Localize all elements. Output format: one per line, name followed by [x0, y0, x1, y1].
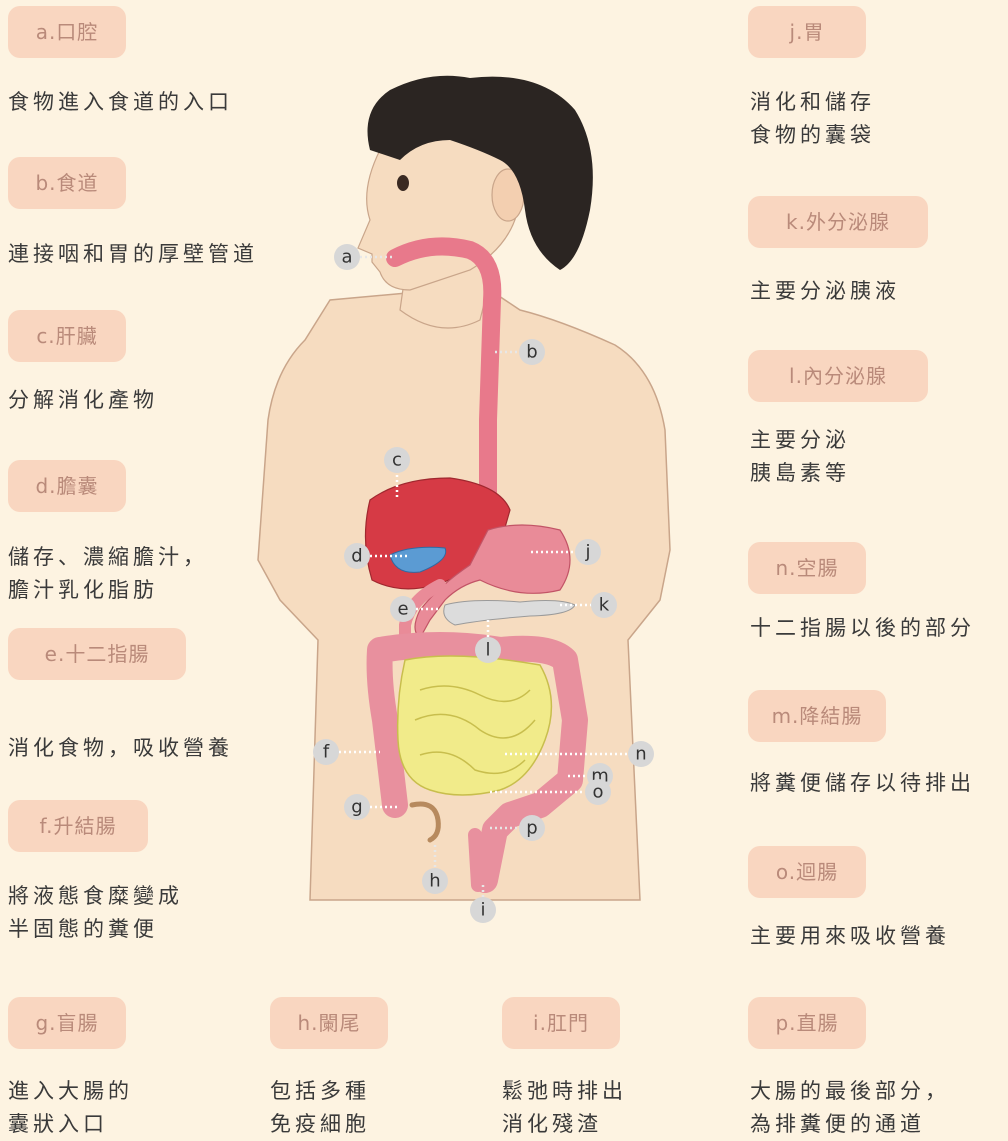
marker-c: c [384, 447, 410, 473]
marker-l: l [475, 637, 501, 663]
marker-i: i [470, 897, 496, 923]
marker-g: g [344, 794, 370, 820]
marker-b: b [519, 339, 545, 365]
svg-text:b: b [526, 342, 537, 363]
svg-text:c: c [392, 450, 402, 471]
svg-text:h: h [429, 871, 440, 892]
svg-text:k: k [599, 595, 610, 616]
marker-e: e [390, 596, 416, 622]
body-torso [258, 280, 670, 900]
body-eye [397, 175, 409, 191]
svg-text:l: l [485, 640, 490, 661]
marker-k: k [591, 592, 617, 618]
marker-f: f [313, 739, 339, 765]
marker-a: a [334, 244, 360, 270]
svg-text:g: g [351, 797, 362, 818]
svg-text:o: o [592, 782, 603, 803]
marker-h: h [422, 868, 448, 894]
svg-text:j: j [584, 542, 590, 563]
svg-text:n: n [635, 744, 646, 765]
marker-n: n [628, 741, 654, 767]
svg-text:d: d [351, 546, 362, 567]
svg-text:a: a [341, 247, 352, 268]
svg-text:e: e [397, 599, 408, 620]
marker-j: j [575, 539, 601, 565]
svg-text:p: p [526, 818, 537, 839]
organ-rectum [475, 835, 478, 885]
marker-o: o [585, 779, 611, 805]
marker-d: d [344, 543, 370, 569]
marker-p: p [519, 815, 545, 841]
svg-text:f: f [323, 742, 330, 763]
svg-text:i: i [480, 900, 485, 921]
